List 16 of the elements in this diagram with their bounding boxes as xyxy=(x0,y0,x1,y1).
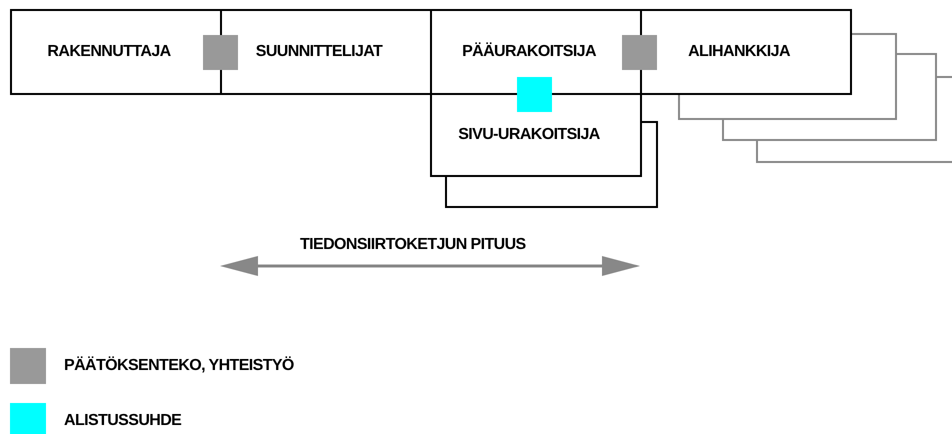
node-label: PÄÄURAKOITSIJA xyxy=(462,43,596,61)
stacked-box xyxy=(678,95,897,120)
legend-label: PÄÄTÖKSENTEKO, YHTEISTYÖ xyxy=(64,357,294,375)
stacked-box xyxy=(445,177,658,208)
node-label: SIVU-URAKOITSIJA xyxy=(458,126,600,144)
stacked-box xyxy=(756,141,952,163)
legend-label: ALISTUSSUHDE xyxy=(64,412,182,430)
entity-box xyxy=(430,93,642,177)
entity-box xyxy=(640,9,852,95)
dimension-label: TIEDONSIIRTOKETJUN PITUUS xyxy=(300,236,526,254)
entity-box xyxy=(220,9,432,95)
node-label: ALIHANKKIJA xyxy=(688,43,790,61)
entity-box xyxy=(10,9,222,95)
node-label: RAKENNUTTAJA xyxy=(47,43,171,61)
stacked-box xyxy=(722,120,937,141)
node-label: SUUNNITTELIJAT xyxy=(256,43,382,61)
